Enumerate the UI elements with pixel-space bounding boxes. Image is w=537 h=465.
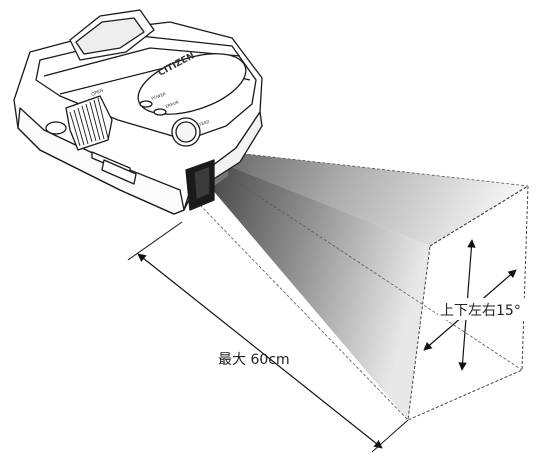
printer-device <box>13 9 263 215</box>
lens-box-face <box>193 165 211 201</box>
extension-line-near <box>127 221 183 261</box>
display-screen <box>75 17 145 55</box>
power-label: POWER <box>151 91 167 101</box>
front-label-plate <box>101 159 137 185</box>
far-frame-top <box>429 185 529 247</box>
open-label: OPEN <box>91 88 105 98</box>
power-indicator <box>139 100 153 108</box>
error-label: ERROR <box>165 99 180 109</box>
angle-label-backdrop <box>438 298 537 320</box>
beam-edge-top <box>227 151 529 187</box>
projection-beam <box>194 151 529 421</box>
roller-ridges <box>69 97 109 147</box>
extension-line-far <box>371 419 409 453</box>
max-distance-label: 最大 60cm <box>218 352 290 368</box>
feed-label: FEED <box>199 119 211 127</box>
error-indicator <box>153 108 167 116</box>
feed-button-inner <box>175 121 197 143</box>
distance-dimension <box>127 221 409 453</box>
side-dial <box>45 121 67 135</box>
distance-arrow <box>137 253 383 449</box>
lens-cover <box>137 53 247 115</box>
beam-top-face <box>214 152 528 246</box>
angle-label: 上下左右15° <box>440 303 521 319</box>
